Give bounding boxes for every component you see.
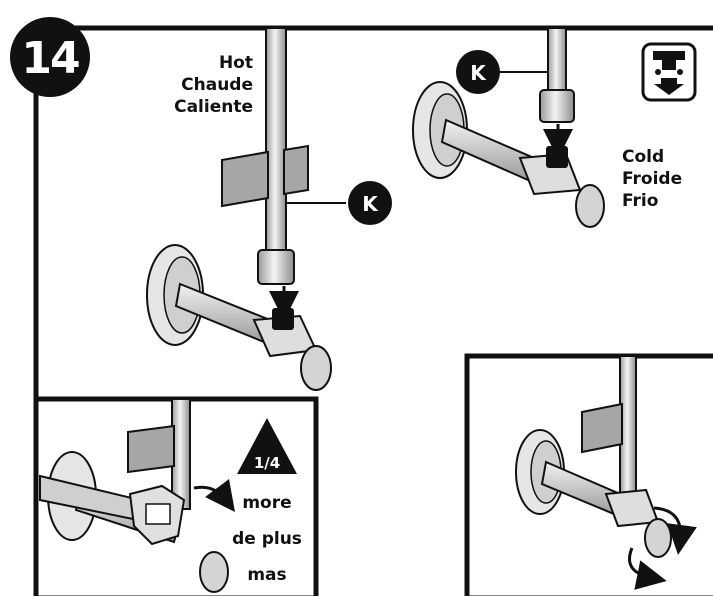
- cold-label: Cold Froide Frio: [622, 147, 682, 211]
- cold-label-en: Cold: [622, 147, 664, 167]
- cold-label-es: Frio: [622, 191, 658, 211]
- wrench-icon: [39, 474, 186, 546]
- tighten-more-fr: de plus: [232, 529, 302, 549]
- cold-callout-letter: K: [470, 61, 487, 85]
- hot-callout-letter: K: [362, 192, 379, 216]
- cold-supply-tube: [547, 27, 567, 93]
- cold-callout-badge: [456, 50, 500, 94]
- rotate-arrows-icon: [628, 506, 697, 590]
- tighten-panel: 1/4 more de plus mas: [33, 396, 319, 596]
- hot-compression-nut: [257, 249, 295, 285]
- cold-valve-handle: [575, 184, 605, 228]
- hot-label-flag: [221, 150, 269, 208]
- hot-label: Hot Chaude Caliente: [174, 53, 253, 117]
- tighten-more-en: more: [242, 493, 291, 513]
- hot-callout-badge: [348, 181, 392, 225]
- hot-label-en: Hot: [219, 53, 253, 73]
- cold-compression-nut: [539, 89, 575, 123]
- cold-label-fr: Froide: [622, 169, 682, 189]
- quarter-turn-badge: [237, 418, 297, 474]
- hot-valve-assembly: K: [146, 27, 392, 391]
- faucet-down-arrow-icon: [641, 42, 697, 102]
- hot-label-fr: Chaude: [181, 75, 253, 95]
- hot-supply-tube: [265, 27, 287, 254]
- hot-valve-handle: [300, 345, 332, 391]
- quarter-turn-fraction: 1/4: [254, 454, 280, 472]
- step-number: 14: [21, 33, 79, 84]
- tighten-more-es: mas: [247, 565, 286, 585]
- hot-label-es: Caliente: [174, 97, 253, 117]
- cold-valve-assembly: K: [412, 27, 605, 228]
- rotate-panel: [464, 353, 713, 596]
- step-number-badge: 14: [10, 17, 90, 97]
